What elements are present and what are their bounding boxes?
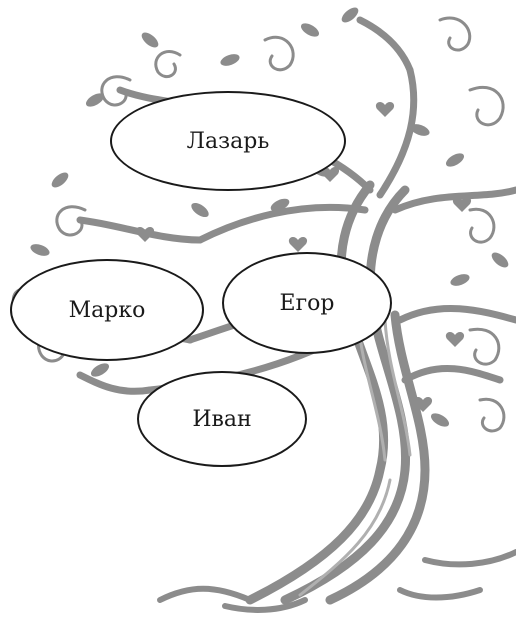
node-marko-label: Марко: [68, 297, 146, 323]
tree-trunk: [245, 180, 430, 605]
node-marko: Марко: [10, 259, 204, 361]
node-lazar: Лазарь: [110, 91, 346, 191]
node-egor: Егор: [222, 252, 392, 354]
tree-roots: [157, 549, 516, 613]
node-egor-label: Егор: [279, 290, 335, 316]
tree-hearts: [135, 102, 472, 412]
node-ivan: Иван: [137, 371, 307, 467]
node-lazar-label: Лазарь: [186, 128, 270, 154]
tree-curls: [11, 16, 506, 433]
tree-leaves: [30, 7, 509, 427]
node-ivan-label: Иван: [192, 406, 252, 432]
